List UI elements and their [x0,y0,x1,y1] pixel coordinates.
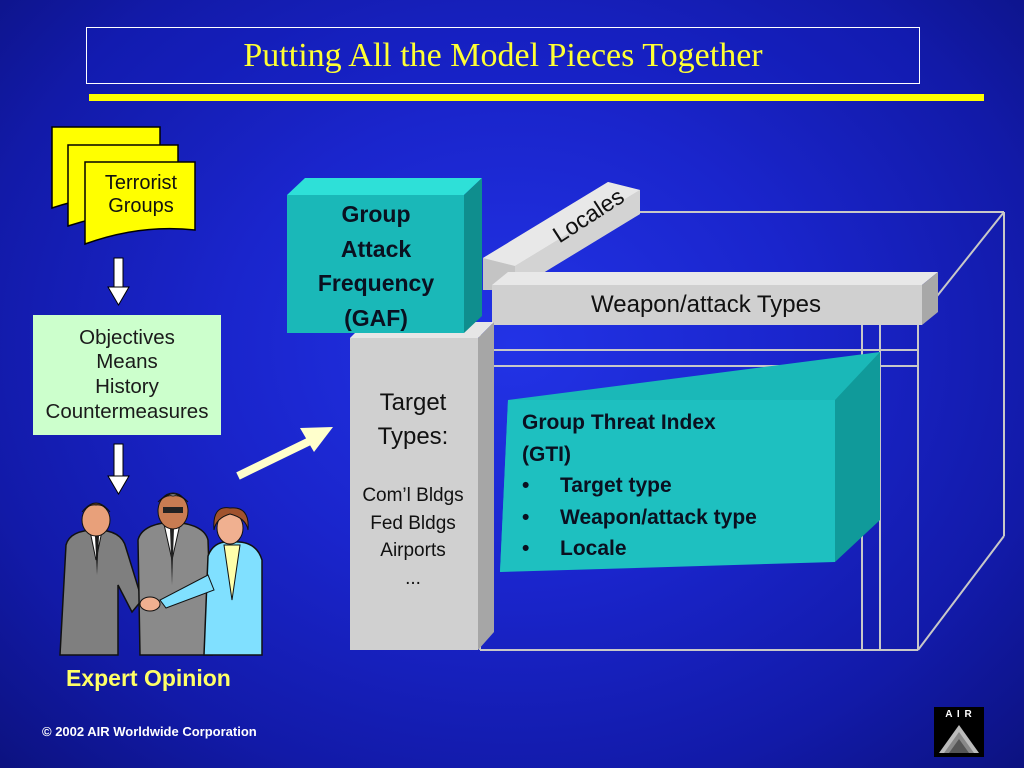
weapon-types-bar [492,272,938,325]
arrow-down-2 [107,443,130,495]
locales-bar [483,182,640,290]
target-item: ... [405,567,421,589]
title-underline [89,94,984,101]
target-title-line: Target [379,389,447,416]
gti-bullet: •Locale [522,533,842,565]
gti-label: Group Threat Index (GTI) •Target type •W… [522,407,842,565]
gti-bullet-text: Target type [560,474,672,497]
groups-label-line: Groups [108,195,174,217]
gti-bullet-text: Locale [560,537,627,560]
expert-opinion-figures [59,492,263,656]
gaf-line: Group [341,201,411,227]
weapon-types-label: Weapon/attack Types [591,291,821,318]
terrorist-groups-documents [51,126,196,246]
air-logo [934,707,984,757]
gti-title: Group Threat Index [522,411,716,434]
target-item: Com’l Bldgs [362,485,464,506]
history-item: History [95,375,159,398]
gaf-label: Group Attack Frequency (GAF) [290,197,462,335]
gaf-block [287,178,482,333]
expert-opinion-label: Expert Opinion [66,665,231,691]
gti-block [500,352,880,572]
gaf-line: Frequency [317,270,435,296]
arrow-down-1 [107,257,130,306]
target-item: Airports [380,540,446,562]
means-item: Means [96,350,158,374]
target-types-block [350,322,494,650]
gaf-line: Attack [340,235,412,262]
logo-letters: A I R [945,709,973,720]
objectives-item: Objectives [79,325,175,349]
gaf-line: (GAF) [344,304,408,331]
terrorist-groups-label: Terrorist Groups [90,172,192,218]
terrorist-label-line: Terrorist [104,172,178,194]
target-types-title: Target Types: [352,386,474,453]
target-item: Fed Bldgs [370,512,456,534]
target-types-list: Com’l Bldgs Fed Bldgs Airports ... [350,482,476,592]
copyright: © 2002 AIR Worldwide Corporation [42,724,257,739]
gti-bullet: •Weapon/attack type [522,502,842,534]
arrow-to-target [236,427,333,480]
objectives-box: Objectives Means History Countermeasures [33,315,221,435]
gti-bullet: •Target type [522,470,842,502]
page-title: Putting All the Model Pieces Together [243,36,763,74]
target-title-line: Types: [377,422,449,450]
countermeasures-item: Countermeasures [45,399,209,423]
gti-subtitle: (GTI) [522,442,571,466]
gti-bullet-text: Weapon/attack type [560,505,757,529]
title-box: Putting All the Model Pieces Together [86,27,920,84]
